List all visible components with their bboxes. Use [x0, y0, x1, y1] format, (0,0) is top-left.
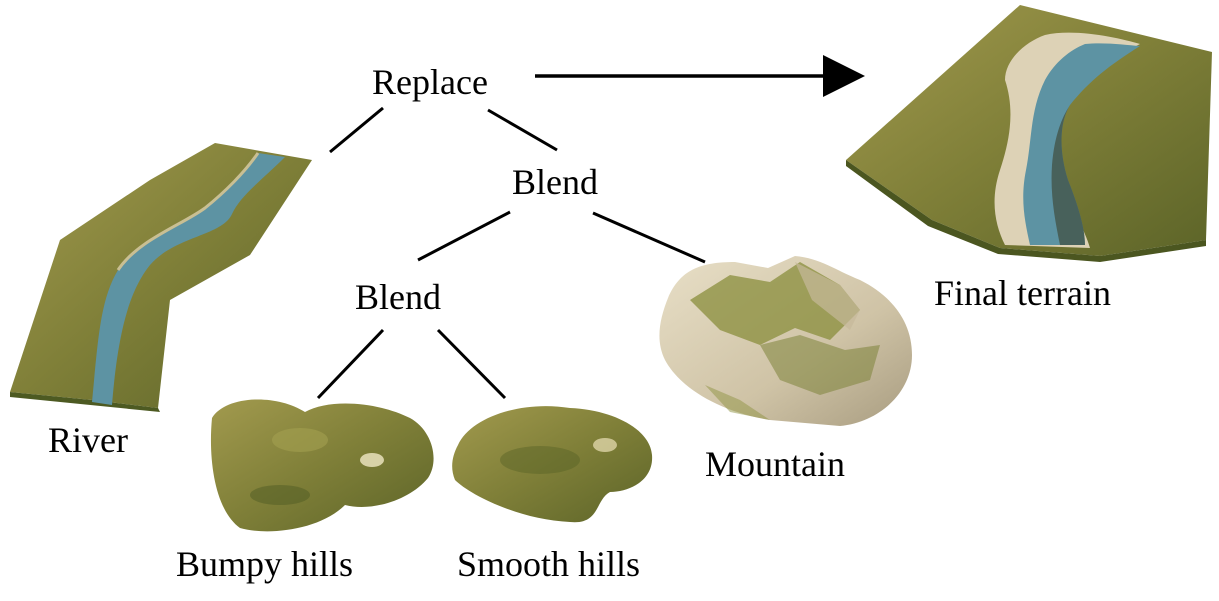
edge-replace-river	[329, 106, 384, 154]
smooth-hills-label: Smooth hills	[457, 544, 641, 584]
river-label: River	[48, 420, 128, 460]
river-terrain-image	[10, 143, 312, 412]
edge-replace-blend	[487, 108, 558, 152]
mountain-label: Mountain	[705, 444, 845, 484]
mountain-image	[659, 256, 912, 426]
edge-blend-smooth	[436, 328, 507, 400]
final-terrain-image	[846, 5, 1212, 262]
edge-blend-mountain	[592, 211, 706, 264]
smooth-hills-image	[452, 406, 653, 523]
final-terrain-label: Final terrain	[934, 273, 1111, 313]
bumpy-hills-label: Bumpy hills	[176, 544, 354, 584]
blend-node-label-top: Blend	[512, 162, 598, 202]
replace-node-label: Replace	[372, 62, 488, 102]
blend-node-label-bottom: Blend	[355, 277, 441, 317]
edge-blend-blend	[417, 210, 511, 262]
edge-blend-bumpy	[316, 328, 385, 400]
bumpy-hills-image	[210, 399, 434, 532]
